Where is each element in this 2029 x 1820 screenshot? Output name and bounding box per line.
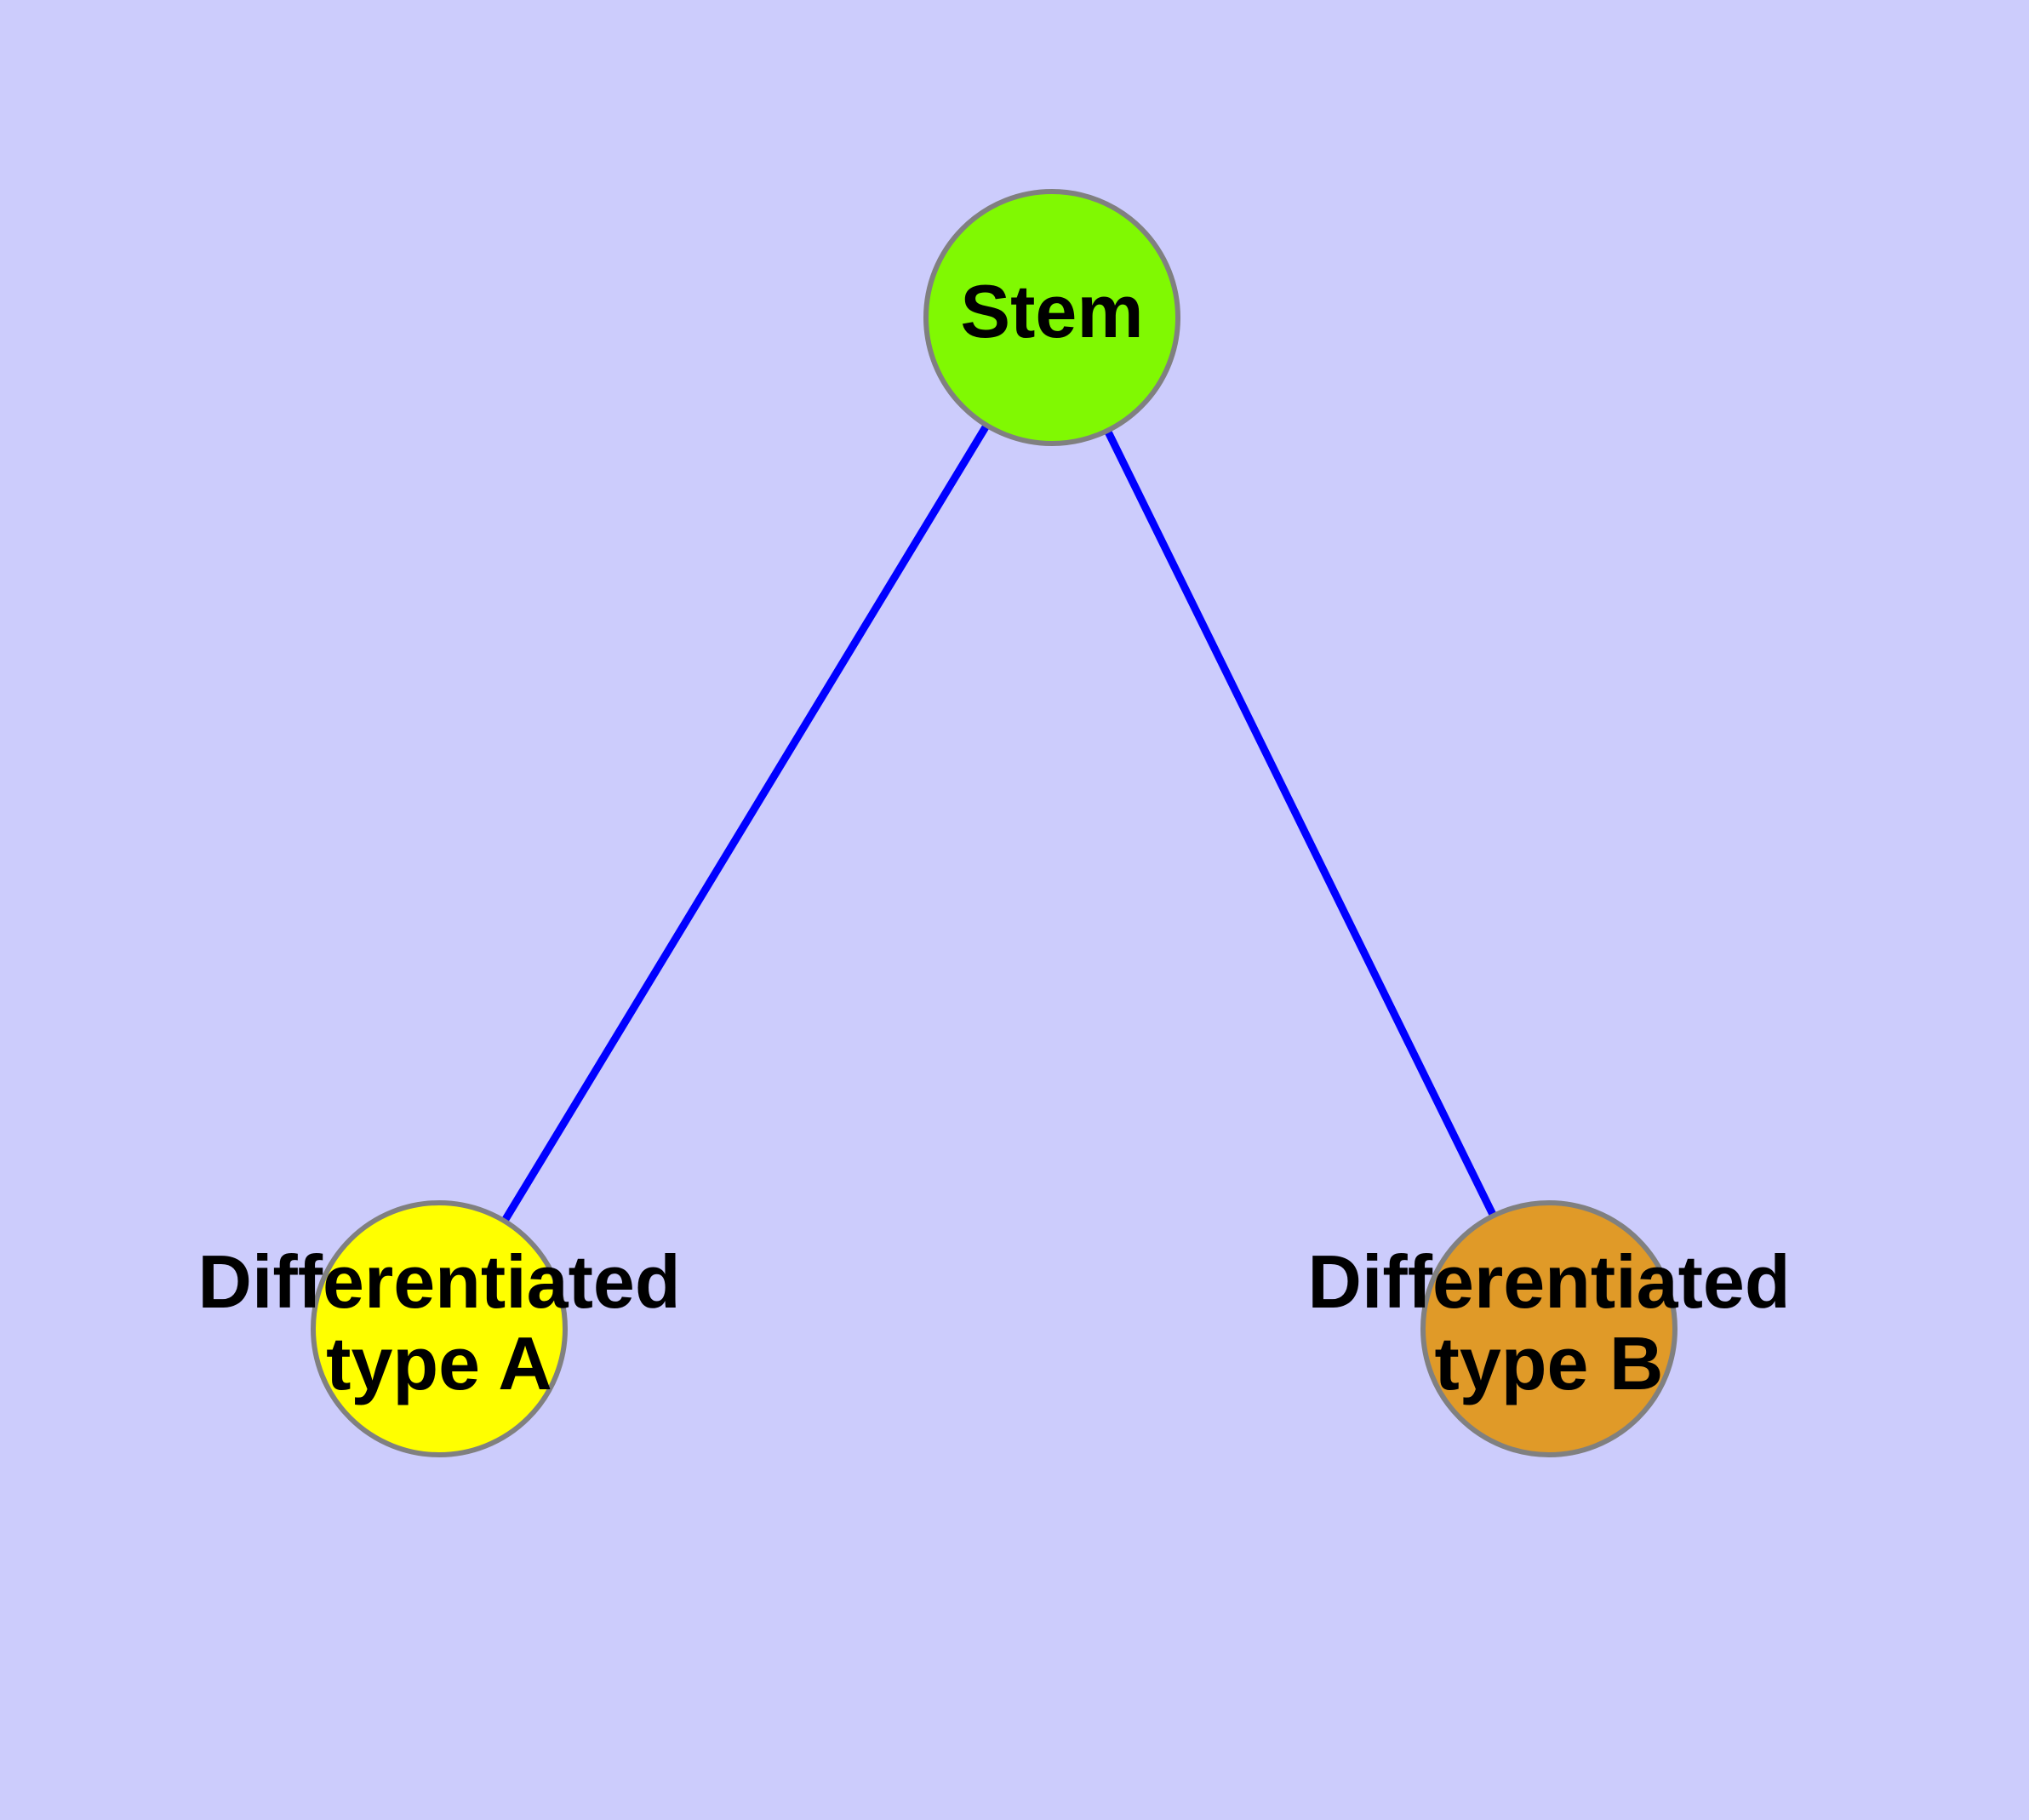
edge-layer	[500, 423, 1497, 1223]
graph-edge-stem-to-diff-a	[500, 423, 991, 1223]
graph-node-label-line: Differentiated	[1307, 1239, 1790, 1324]
graph-node-label-stem: Stem	[960, 269, 1143, 353]
graph-node-stem[interactable]	[923, 189, 1180, 446]
graph-edge-stem-to-diff-b	[1104, 428, 1497, 1218]
graph-node-label-line: type A	[326, 1321, 552, 1405]
graph-node-label-line: Stem	[960, 269, 1143, 353]
graph-node-diff_a[interactable]	[311, 1200, 568, 1457]
node-layer	[311, 189, 1677, 1457]
graph-node-label-line: type B	[1435, 1321, 1664, 1405]
graph-node-label-line: Differentiated	[197, 1239, 680, 1324]
graph-node-diff_b[interactable]	[1420, 1200, 1677, 1457]
